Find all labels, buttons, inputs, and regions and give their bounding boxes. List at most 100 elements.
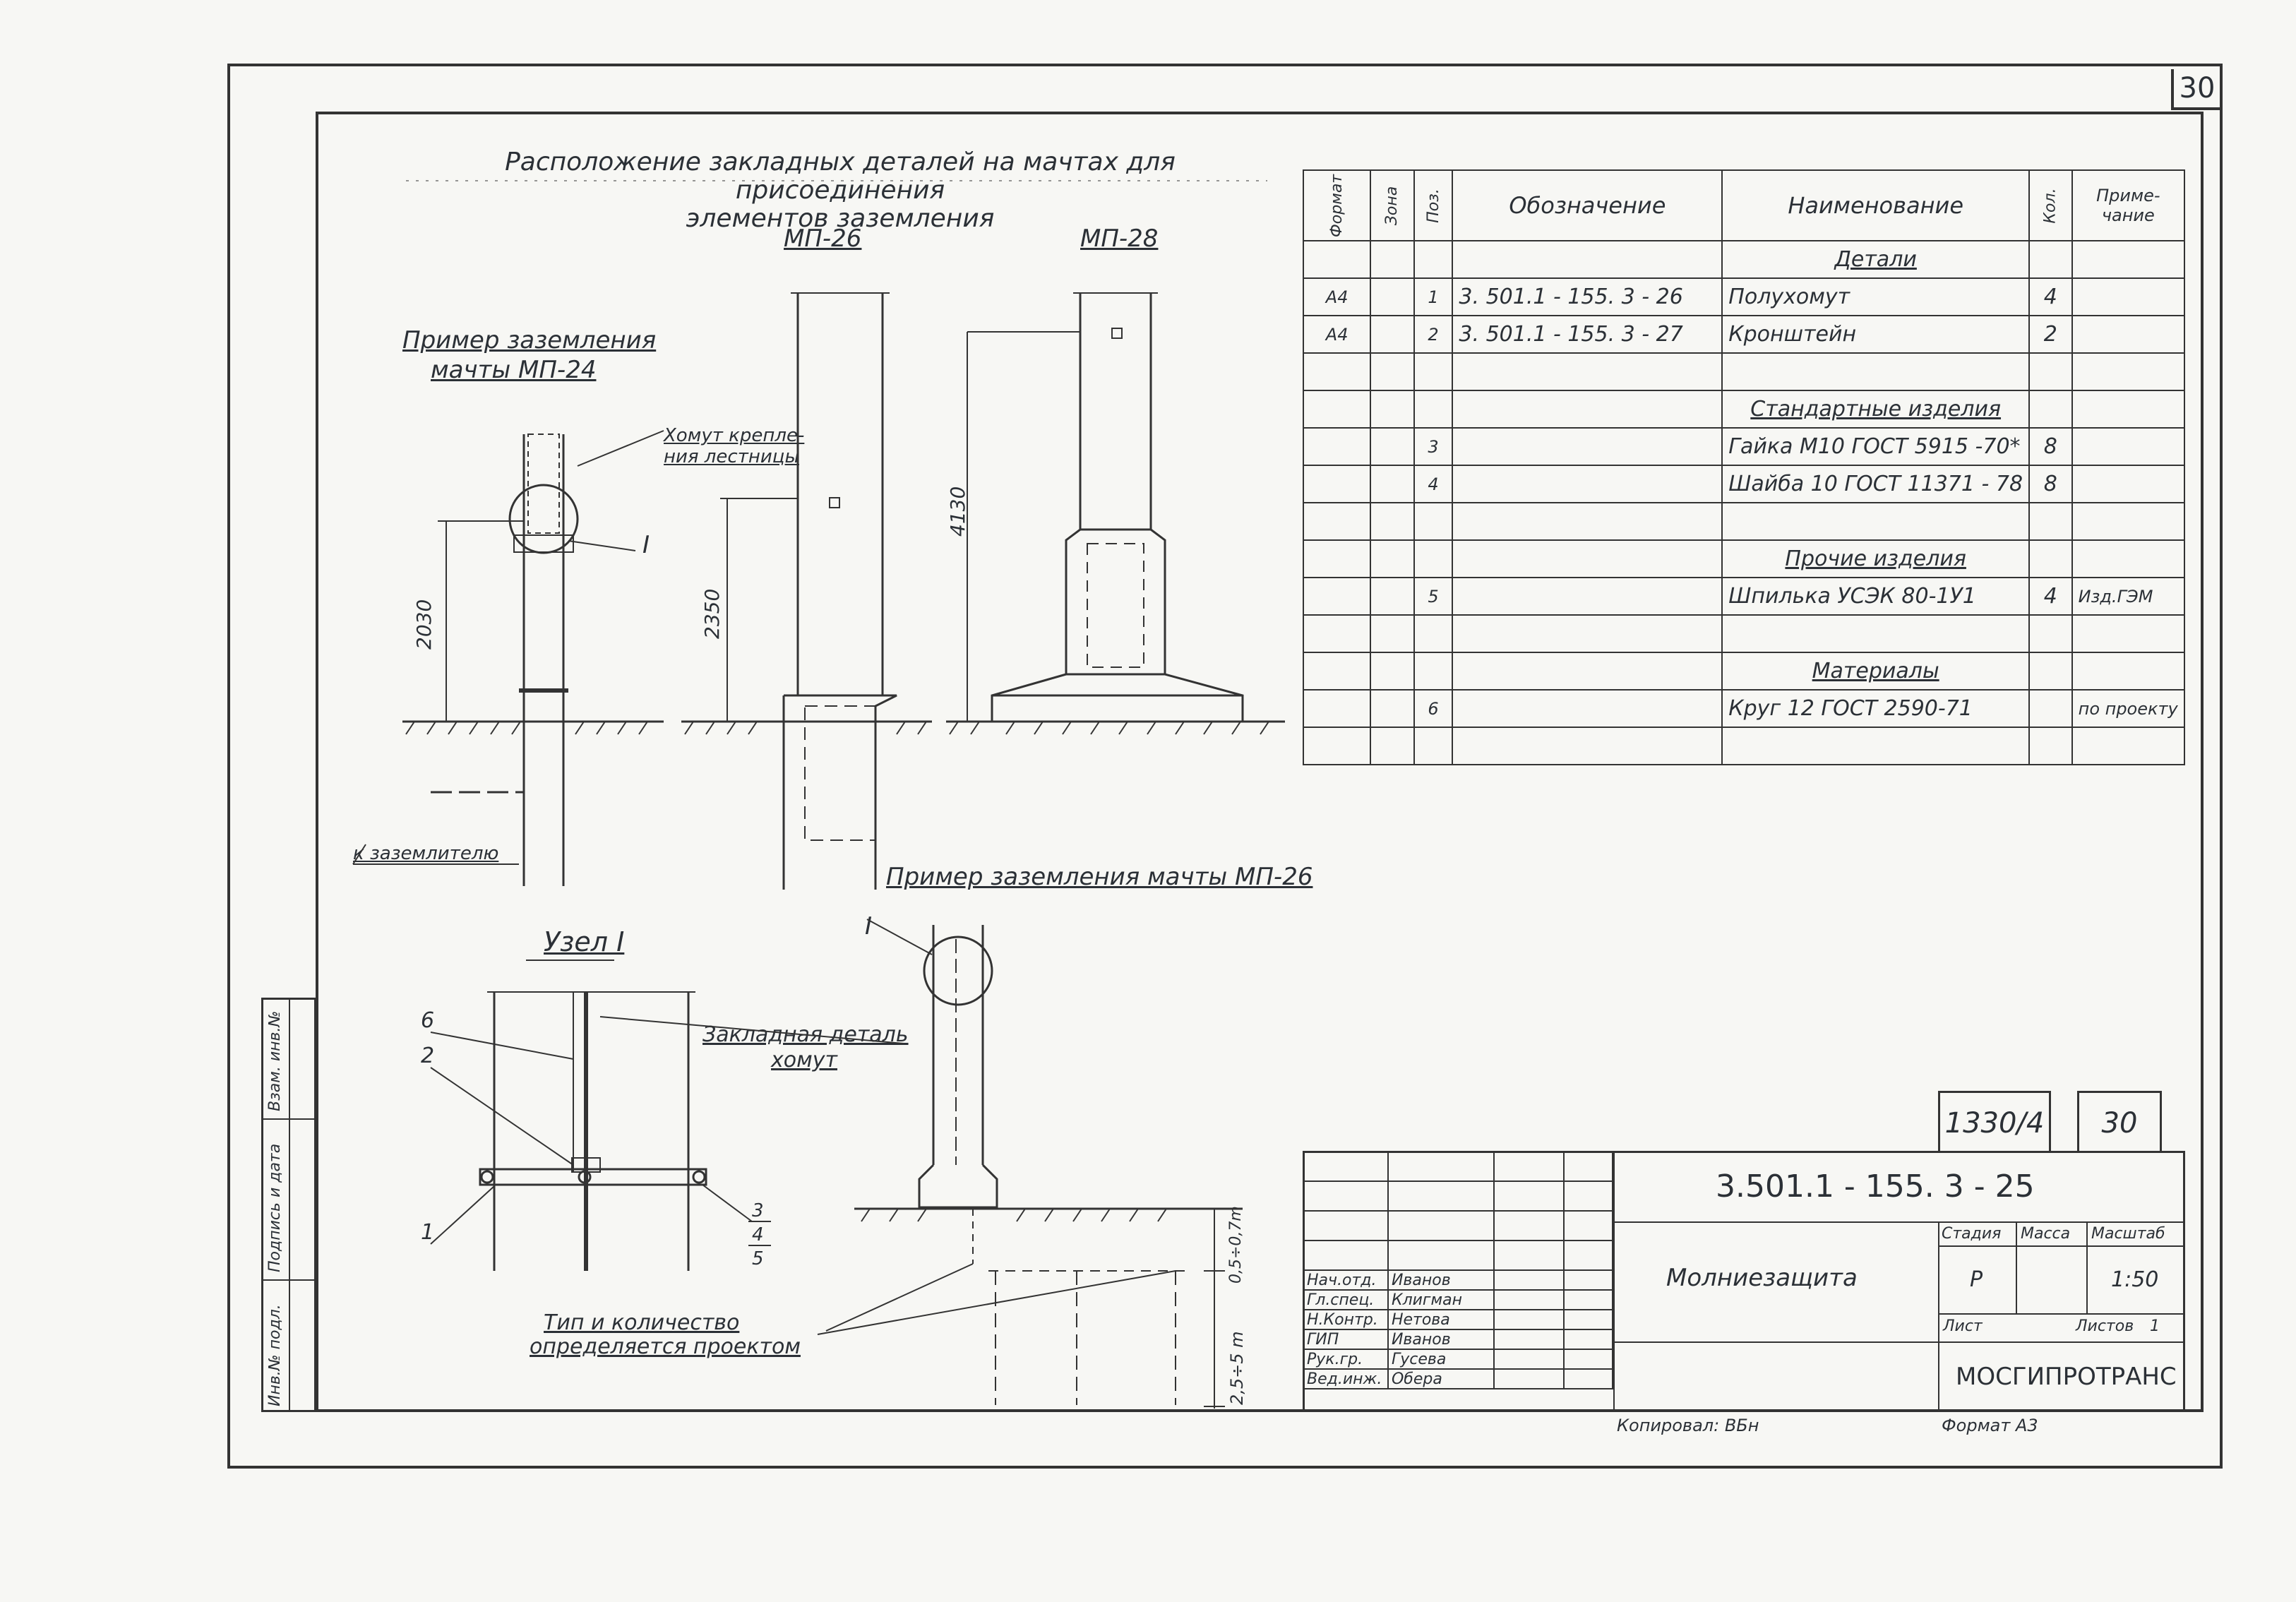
drawing-title-line2: элементов заземления [686,204,995,233]
callout-pos-5: 5 [752,1248,764,1269]
spec-cell-name: Стандартные изделия [1721,390,2031,429]
spec-row: Детали [1302,240,2186,279]
signatory-row: Гл.спец.Клигман [1303,1289,1614,1310]
spec-cell-qty: 8 [2028,465,2073,503]
type-note-line1: Тип и количество [544,1310,740,1335]
example-mp26-title: Пример заземления мачты МП-26 [886,863,1313,891]
spec-cell-format [1302,465,1372,503]
signatory-role: Вед.инж. [1303,1368,1389,1389]
view-label-mp26: МП-26 [784,225,862,253]
signatory-role: Нач.отд. [1303,1269,1389,1291]
view-label-mp28: МП-28 [1080,225,1159,253]
spec-cell-note [2071,315,2186,354]
spec-row [1302,502,2186,541]
spec-cell-name: Полухомут [1721,277,2031,316]
sheet-box: 30 [2077,1091,2162,1153]
spec-cell-designation [1452,427,1723,466]
spec-cell-pos: 1 [1413,277,1454,316]
spec-header-pos: Поз. [1413,169,1454,241]
spec-cell-name: Кронштейн [1721,315,2031,354]
spec-cell-note [2071,465,2186,503]
spec-cell-qty: 8 [2028,427,2073,466]
node-detail-sketch [430,960,904,1271]
signatory-role: ГИП [1303,1329,1389,1350]
spec-row: Материалы [1302,652,2186,691]
specification-table: Формат Зона Поз. Обозначение Наименовани… [1302,169,2186,765]
signatory-row: Вед.инж.Обера [1303,1368,1614,1389]
spec-cell-format: А4 [1302,277,1372,316]
node-marker-1: I [642,531,650,559]
spec-header-note: Приме- чание [2071,169,2186,241]
spec-cell-zone [1370,277,1415,316]
node-title: Узел I [544,926,625,957]
callout-pos-6: 6 [421,1008,435,1033]
stage-value: Р [1970,1267,1983,1292]
spec-cell-zone [1370,465,1415,503]
spec-cell-pos: 5 [1413,577,1454,616]
side-stamp: Взам. инв.№ Подпись и дата Инв.№ подл. [261,998,316,1412]
embedded-note-line2: хомут [771,1048,837,1072]
spec-cell-note [2071,427,2186,466]
signatory-row: Рук.гр.Гусева [1303,1349,1614,1370]
spec-cell-qty: 2 [2028,315,2073,354]
spec-cell-qty: 4 [2028,277,2073,316]
signatory-name: Обера [1387,1368,1495,1389]
drawing-title: Расположение закладных деталей на мачтах… [406,148,1274,233]
spec-row [1302,614,2186,653]
callout-pos-1: 1 [421,1220,435,1245]
spec-row: Стандартные изделия [1302,390,2186,429]
spec-cell-pos: 6 [1413,689,1454,728]
signatory-name: Нетова [1387,1309,1495,1330]
spec-cell-designation [1452,577,1723,616]
stage-label: Стадия [1942,1225,2002,1243]
spec-cell-format [1302,427,1372,466]
spec-header-designation: Обозначение [1452,169,1723,241]
order-number: 1330/4 [1944,1107,2045,1140]
spec-cell-pos: 2 [1413,315,1454,354]
callout-pos-2: 2 [421,1044,435,1068]
mast-mp28-sketch [946,292,1285,723]
drawing-frame [316,112,2204,1412]
spec-cell-name: Шайба 10 ГОСТ 11371 - 78 [1721,465,2031,503]
title-block-sheet: 30 [2101,1107,2138,1140]
signatory-role: Рук.гр. [1303,1349,1389,1370]
document-code: 3.501.1 - 155. 3 - 25 [1716,1168,2035,1205]
mast-mp24-sketch [352,430,664,886]
spec-cell-note: Изд.ГЭМ [2071,577,2186,616]
spec-cell-zone [1370,689,1415,728]
signatory-name: Иванов [1387,1269,1495,1291]
signatory-role: Гл.спец. [1303,1289,1389,1310]
spec-cell-pos: 4 [1413,465,1454,503]
spec-cell-designation [1452,465,1723,503]
order-number-box: 1330/4 [1938,1091,2051,1153]
spec-header-name: Наименование [1721,169,2031,241]
spec-cell-name: Детали [1721,240,2031,279]
spec-row [1302,352,2186,391]
drawing-title-line1: Расположение закладных деталей на мачтах… [505,148,1176,205]
spec-header-format: Формат [1302,169,1372,241]
to-grounding-note: к заземлителю [353,843,499,864]
spec-cell-zone [1370,427,1415,466]
spec-cell-name: Материалы [1721,652,2031,691]
spec-cell-qty: 4 [2028,577,2073,616]
spec-cell-name: Круг 12 ГОСТ 2590-71 [1721,689,2031,728]
spec-row [1302,727,2186,765]
callout-pos-3: 3 [752,1200,764,1221]
sheet-label: Лист [1943,1317,1983,1335]
mast-mp26-example-sketch [817,919,1243,1409]
signatory-name: Гусева [1387,1349,1495,1370]
callout-pos-4: 4 [752,1224,764,1245]
clamp-note-line1: Хомут крепле- [664,425,805,446]
signatory-name: Иванов [1387,1329,1495,1350]
spec-header-qty: Кол. [2028,169,2073,241]
